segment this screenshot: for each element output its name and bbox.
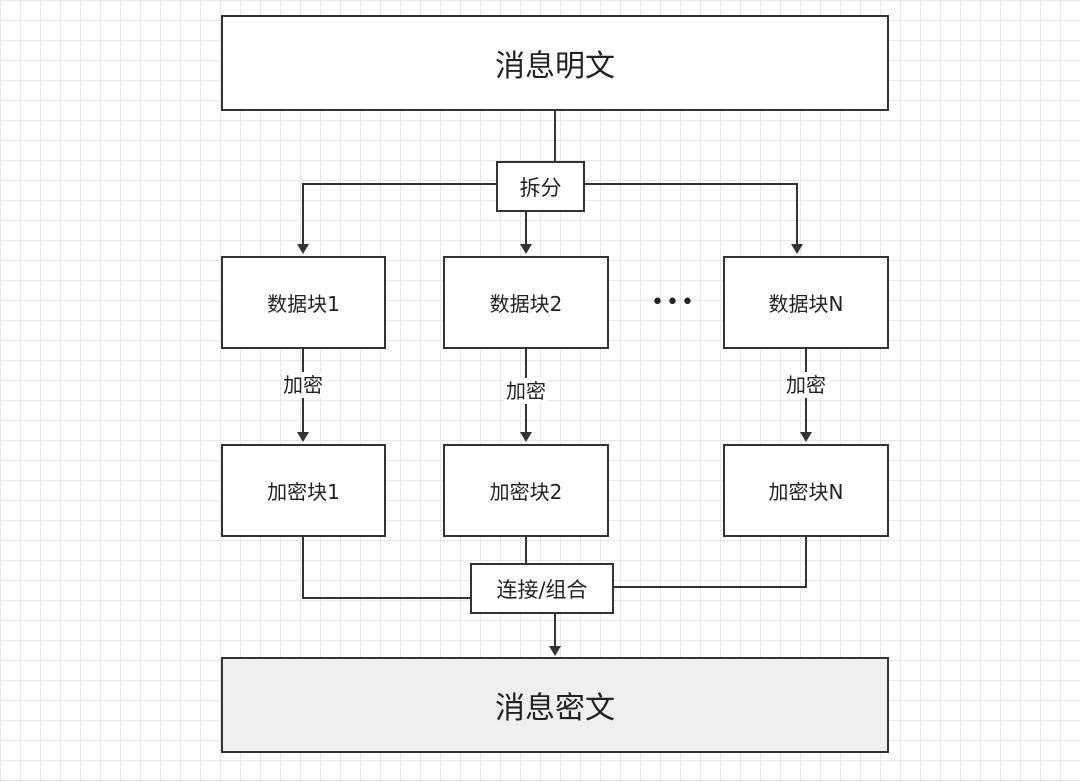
data-block-2: 数据块2 <box>443 256 609 349</box>
plaintext-box: 消息明文 <box>221 15 889 111</box>
edge-split-to-block1 <box>297 183 497 254</box>
edge-cipherN-to-combine <box>613 537 807 588</box>
data-block-n: 数据块N <box>723 256 889 349</box>
cipher-block-1: 加密块1 <box>221 444 386 537</box>
data-block-1: 数据块1 <box>221 256 386 349</box>
edge-cipher1-to-combine <box>302 537 471 599</box>
cipher-block-n-label: 加密块N <box>768 480 844 504</box>
data-block-n-label: 数据块N <box>768 292 844 316</box>
data-block-1-label: 数据块1 <box>267 292 340 316</box>
split-label: 拆分 <box>519 175 562 200</box>
plaintext-label: 消息明文 <box>495 49 615 84</box>
split-box: 拆分 <box>496 161 585 212</box>
cipher-block-2: 加密块2 <box>443 444 609 537</box>
ciphertext-label: 消息密文 <box>495 691 615 726</box>
encrypt-label-1: 加密 <box>281 372 325 398</box>
ellipsis-icon: ••• <box>651 290 696 315</box>
encrypt-label-n: 加密 <box>784 372 828 398</box>
data-block-2-label: 数据块2 <box>489 292 563 316</box>
encrypt-label-2: 加密 <box>504 378 548 404</box>
cipher-block-n: 加密块N <box>723 444 889 537</box>
ciphertext-box: 消息密文 <box>221 657 889 753</box>
edge-split-to-blockN <box>584 183 803 254</box>
combine-box: 连接/组合 <box>470 563 614 614</box>
combine-label: 连接/组合 <box>496 577 588 602</box>
cipher-block-2-label: 加密块2 <box>489 480 563 504</box>
cipher-block-1-label: 加密块1 <box>267 480 340 504</box>
